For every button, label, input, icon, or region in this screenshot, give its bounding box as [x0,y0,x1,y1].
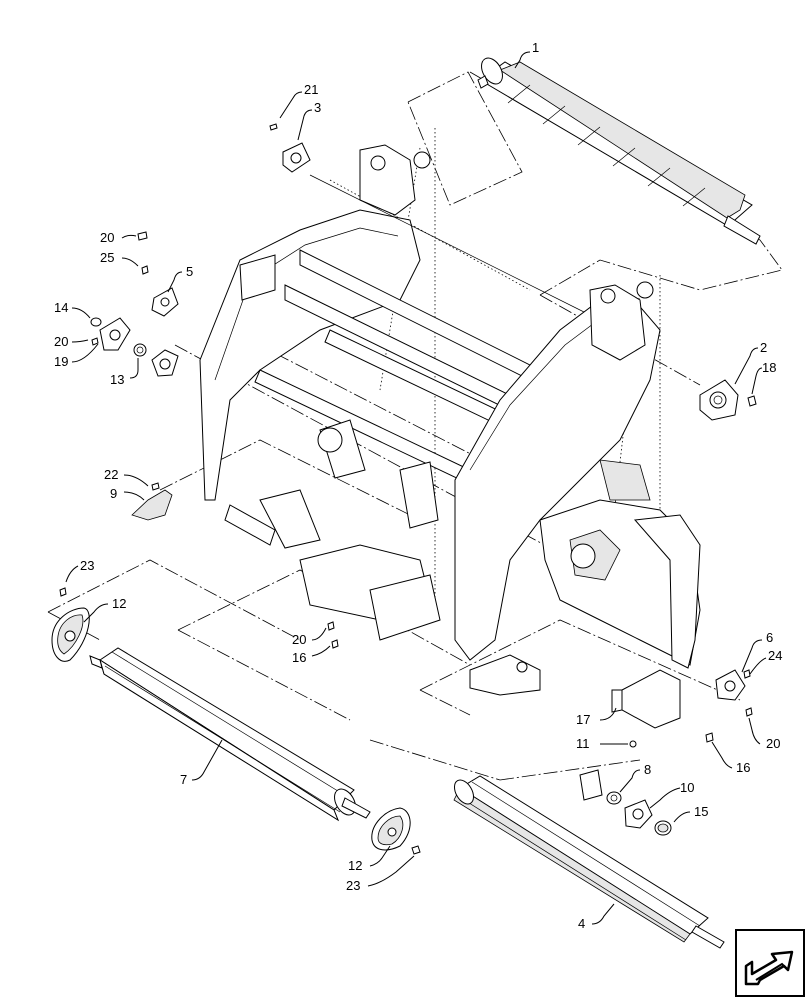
callout-4: 4 [578,916,585,931]
leader-lines [65,51,767,925]
page-turn-arrow-icon[interactable] [735,929,805,997]
part-9-cover [131,482,173,521]
callout-20: 20 [766,736,780,751]
callout-10: 10 [680,780,694,795]
callout-11: 11 [576,736,590,751]
right-side-hardware [327,621,753,748]
callout-9: 9 [110,486,117,501]
callout-17: 17 [576,712,590,727]
callout-2: 2 [760,340,767,355]
part-12-disc-left [51,587,90,662]
callout-1: 1 [532,40,539,55]
callout-25: 25 [100,250,114,265]
callout-21: 21 [304,82,318,97]
baler-frame [199,144,701,696]
callout-14: 14 [54,300,68,315]
right-lower-hardware [579,769,672,836]
callout-12: 12 [112,596,126,611]
callout-15: 15 [694,804,708,819]
callout-20: 20 [54,334,68,349]
callout-3: 3 [314,100,321,115]
part-7-roller [89,647,371,822]
part-12-disc-right [371,807,421,855]
callout-20: 20 [100,230,114,245]
callout-24: 24 [768,648,782,663]
callout-22: 22 [104,467,118,482]
callout-19: 19 [54,354,68,369]
callout-7: 7 [180,772,187,787]
callout-13: 13 [110,372,124,387]
callout-5: 5 [186,264,193,279]
callout-8: 8 [644,762,651,777]
callout-23: 23 [80,558,94,573]
callout-labels: 1 21 3 20 25 5 14 20 19 13 2 18 22 9 23 … [54,40,782,931]
callout-23: 23 [346,878,360,893]
part-4-roller [453,775,725,949]
callout-16: 16 [736,760,750,775]
callout-12: 12 [348,858,362,873]
callout-20: 20 [292,632,306,647]
part-2-bearing [699,379,757,421]
callout-16: 16 [292,650,306,665]
callout-18: 18 [762,360,776,375]
left-bearing-group [90,231,179,377]
callout-6: 6 [766,630,773,645]
part-1-roller [477,57,761,245]
part-3-plate [269,123,311,173]
